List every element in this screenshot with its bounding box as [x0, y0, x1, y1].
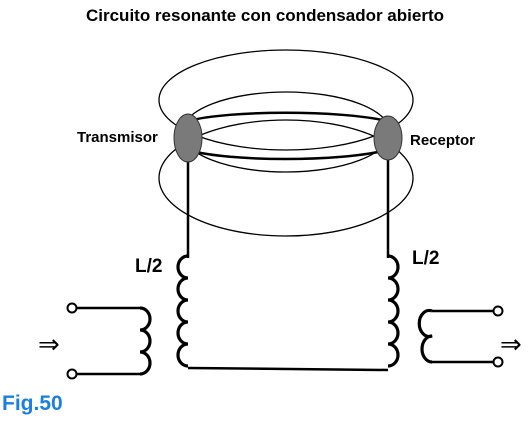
right-coil-label: L/2: [412, 248, 439, 269]
transmitter-node: [173, 113, 203, 163]
right-coil: [387, 254, 400, 368]
bottom-return-wire: [187, 366, 389, 372]
left-coil-label: L/2: [135, 256, 162, 277]
receiver-node: [373, 115, 403, 161]
receiver-label: Receptor: [410, 132, 475, 149]
right-output-coil: [417, 308, 433, 364]
outer-field-ring-top: [158, 49, 414, 151]
plate-link-bottom: [187, 148, 388, 161]
input-arrow-icon: ⇒: [38, 330, 60, 360]
figure-label: Fig.50: [2, 392, 63, 415]
plate-link-top: [187, 111, 388, 123]
left-input-coupling: [66, 302, 152, 380]
right-output-terminal-bottom: [492, 356, 504, 368]
right-output-coupling: [417, 305, 504, 368]
transmitter-label: Transmisor: [77, 129, 158, 146]
outer-field-ring-bottom: [158, 119, 414, 237]
diagram-title: Circuito resonante con condensador abier…: [86, 6, 444, 25]
left-input-terminal-top: [66, 302, 78, 314]
right-output-terminal-top: [492, 305, 504, 317]
left-coil: [176, 254, 189, 368]
left-input-terminal-bottom: [66, 368, 78, 380]
left-input-coil: [139, 306, 152, 376]
output-arrow-icon: ⇒: [500, 330, 522, 360]
